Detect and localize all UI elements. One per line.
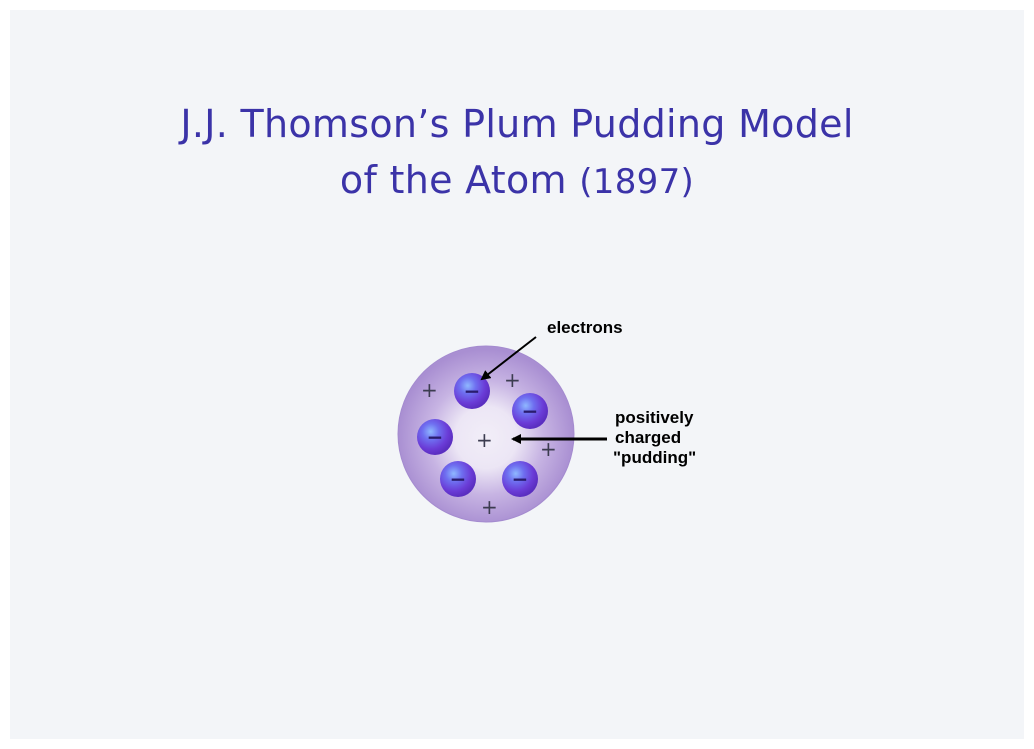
slide: J.J. Thomson’s Plum Pudding Model of the… bbox=[10, 10, 1024, 739]
positive-charge-4: + bbox=[540, 437, 557, 461]
electrons-arrow bbox=[480, 336, 537, 381]
electron-1-sign: − bbox=[464, 379, 481, 403]
electron-3: − bbox=[417, 419, 453, 455]
positive-charge-3: + bbox=[476, 428, 493, 452]
positive-charge-5: + bbox=[481, 495, 498, 519]
electron-4: − bbox=[440, 461, 476, 497]
title-line-2: of the Atom (1897) bbox=[10, 152, 1024, 210]
positive-charge-2: + bbox=[504, 368, 521, 392]
positive-charge-1: + bbox=[421, 378, 438, 402]
title-year: (1897) bbox=[579, 162, 695, 202]
electrons-label: electrons bbox=[547, 318, 623, 337]
electron-5-sign: − bbox=[512, 467, 529, 491]
electron-5: − bbox=[502, 461, 538, 497]
pudding-label-line-1: positively bbox=[615, 408, 694, 427]
pudding-label-line-2: charged bbox=[615, 428, 681, 447]
electron-3-sign: − bbox=[427, 425, 444, 449]
electron-2-sign: − bbox=[522, 399, 539, 423]
plum-pudding-diagram: + + + + + − − − − − electrons pos bbox=[397, 318, 696, 523]
title-line-2-text: of the Atom bbox=[339, 158, 567, 202]
electron-1: − bbox=[454, 373, 490, 409]
page-title: J.J. Thomson’s Plum Pudding Model of the… bbox=[10, 96, 1024, 210]
pudding-label-line-3: "pudding" bbox=[613, 448, 696, 467]
electron-4-sign: − bbox=[450, 467, 467, 491]
title-line-1: J.J. Thomson’s Plum Pudding Model bbox=[180, 102, 854, 146]
electron-2: − bbox=[512, 393, 548, 429]
